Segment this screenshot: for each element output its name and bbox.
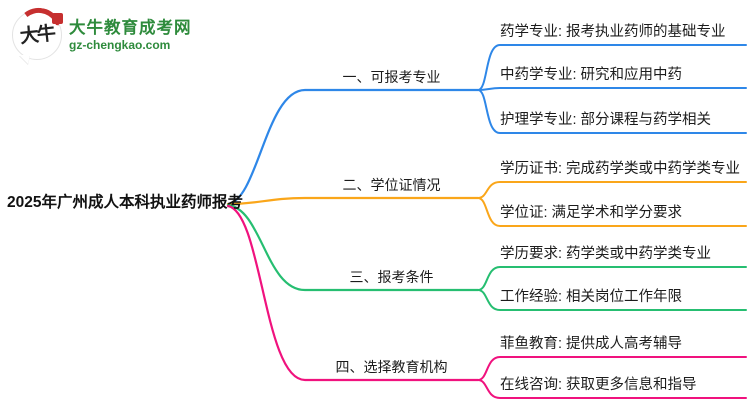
logo-seal-icon: [52, 13, 63, 24]
site-name: 大牛教育成考网: [69, 19, 192, 37]
logo-icon: 大牛: [12, 4, 66, 64]
leaf-line-2-1: [477, 181, 747, 199]
leaf-label-4-1: 菲鱼教育: 提供成人高考辅导: [500, 336, 683, 352]
leaf-line-3-1: [477, 266, 747, 291]
site-domain: gz-chengkao.com: [69, 38, 171, 52]
central-topic: 2025年广州成人本科执业药师报考: [7, 194, 243, 211]
branch-label-2: 二、学位证情况: [342, 177, 441, 193]
branch-label-3: 三、报考条件: [349, 269, 434, 285]
leaf-line-3-2: [477, 289, 747, 311]
leaf-line-2-2: [477, 197, 747, 227]
leaf-line-1-3: [477, 89, 747, 134]
leaf-label-2-2: 学位证: 满足学术和学分要求: [500, 205, 683, 221]
leaf-line-1-2: [477, 87, 747, 91]
logo-text-block: 大牛教育成考网 gz-chengkao.com: [69, 18, 192, 52]
leaf-label-4-2: 在线咨询: 获取更多信息和指导: [500, 377, 697, 393]
branch-label-1: 一、可报考专业: [342, 69, 441, 85]
leaf-line-4-2: [477, 379, 747, 399]
logo-bubble-tail: [19, 55, 30, 64]
branch-line-4: [226, 204, 480, 382]
site-logo: 大牛 大牛教育成考网 gz-chengkao.com: [12, 4, 192, 64]
branch-line-2: [226, 196, 480, 206]
leaf-label-3-1: 学历要求: 药学类或中药学类专业: [500, 246, 712, 262]
leaf-label-1-2: 中药学专业: 研究和应用中药: [500, 67, 683, 83]
leaf-label-1-3: 护理学专业: 部分课程与药学相关: [500, 112, 712, 128]
leaf-line-4-1: [477, 356, 747, 381]
leaf-line-1-1: [477, 44, 747, 91]
leaf-label-1-1: 药学专业: 报考执业药师的基础专业: [500, 24, 726, 40]
leaf-label-2-1: 学历证书: 完成药学类或中药学类专业: [500, 161, 741, 177]
branch-line-3: [226, 203, 480, 292]
branch-line-1: [226, 88, 480, 206]
branch-label-4: 四、选择教育机构: [335, 359, 448, 375]
leaf-label-3-2: 工作经验: 相关岗位工作年限: [500, 289, 683, 305]
logo-characters: 大牛: [18, 22, 56, 48]
